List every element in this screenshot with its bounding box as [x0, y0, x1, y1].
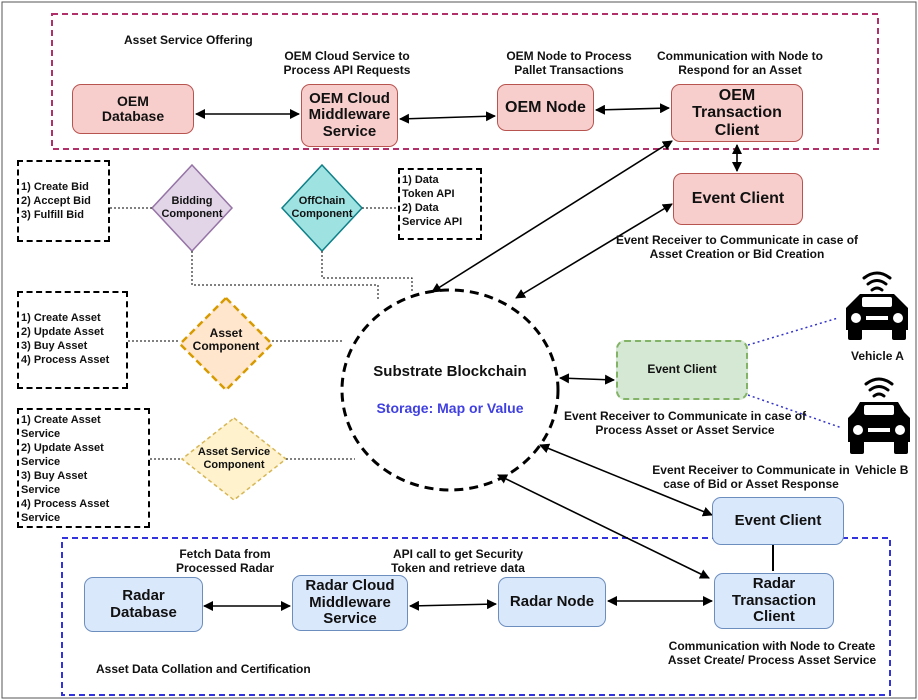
oem-cloud-middleware: OEM Cloud Middleware Service: [301, 84, 398, 147]
vehicle-connectors: [747, 317, 843, 429]
oem-tx-caption: Communication with Node to Respond for a…: [657, 49, 823, 77]
asset-service-component-label: Asset Service Component: [197, 446, 271, 471]
blockchain-storage: Storage: Map or Value: [376, 400, 524, 416]
radar-region-border: [61, 537, 891, 696]
car-icon: [848, 402, 910, 454]
radar-database: Radar Database: [84, 577, 203, 632]
asset-service-diamond: [180, 417, 288, 501]
vehicle-event-client: Event Client: [616, 340, 748, 400]
blockchain-title: Substrate Blockchain: [373, 363, 527, 380]
wifi-signal-icon: [862, 271, 892, 292]
oem-event-client: Event Client: [673, 173, 803, 225]
vehicle-a-icon: [836, 262, 918, 346]
vehicle-b-label: Vehicle B: [855, 463, 909, 477]
oem-cloud-caption: OEM Cloud Service to Process API Request…: [283, 49, 411, 77]
offchain-component-label: OffChain Component: [291, 195, 353, 220]
oem-node: OEM Node: [497, 84, 594, 131]
vehicle-b-icon: [840, 372, 918, 460]
oem-region-title: Asset Service Offering: [124, 33, 253, 47]
asset-component-label: Asset Component: [192, 326, 260, 353]
vehicle-a-label: Vehicle A: [851, 349, 904, 363]
radar-tx-caption: Communication with Node to Create Asset …: [667, 639, 877, 667]
asset-list: 1) Create Asset 2) Update Asset 3) Buy A…: [17, 291, 128, 389]
oem-database: OEM Database: [72, 84, 194, 134]
radar-database-caption: Fetch Data from Processed Radar: [175, 547, 275, 575]
car-icon: [846, 294, 908, 340]
blockchain-circle: [340, 288, 560, 492]
radar-event-caption: Event Receiver to Communicate in case of…: [652, 463, 850, 491]
bidding-list: 1) Create Bid 2) Accept Bid 3) Fulfill B…: [17, 160, 110, 242]
radar-cloud-caption: API call to get Security Token and retri…: [391, 547, 525, 575]
vehicle-event-caption: Event Receiver to Communicate in case of…: [563, 409, 807, 437]
wifi-signal-icon: [864, 377, 894, 398]
asset-service-list: 1) Create Asset Service 2) Update Asset …: [17, 408, 150, 528]
asset-diamond: [178, 296, 274, 392]
radar-node: Radar Node: [498, 577, 606, 627]
oem-transaction-client: OEM Transaction Client: [671, 84, 803, 142]
offchain-list: 1) Data Token API 2) Data Service API: [398, 168, 482, 240]
oem-node-caption: OEM Node to Process Pallet Transactions: [506, 49, 632, 77]
bidding-component-label: Bidding Component: [161, 195, 223, 220]
radar-cloud-middleware: Radar Cloud Middleware Service: [292, 575, 408, 631]
oem-event-caption: Event Receiver to Communicate in case of…: [615, 233, 859, 261]
radar-transaction-client: Radar Transaction Client: [714, 573, 834, 629]
radar-region-title: Asset Data Collation and Certification: [96, 662, 311, 676]
dotted-connectors: [110, 207, 413, 460]
arrows: [195, 103, 742, 611]
radar-event-client: Event Client: [712, 497, 844, 545]
